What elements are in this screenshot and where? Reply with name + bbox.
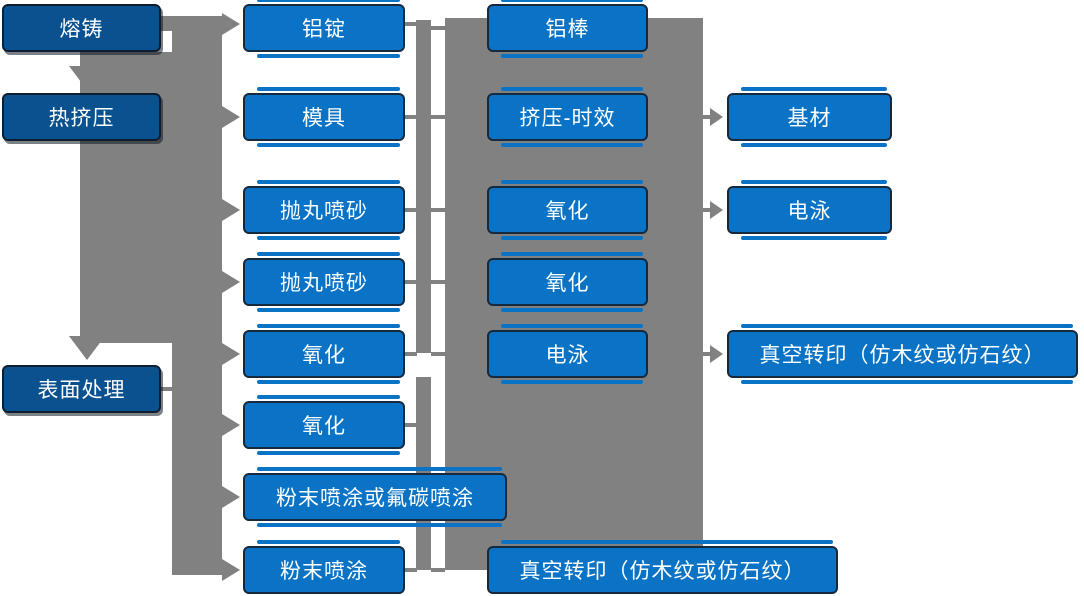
connector-stub bbox=[431, 568, 445, 572]
node-shot-blasting-1: 抛丸喷砂 bbox=[243, 180, 405, 240]
node-oxidation-4: 氧化 bbox=[487, 252, 648, 312]
node-hot-extrusion: 热挤压 bbox=[2, 93, 161, 141]
connector-stub bbox=[431, 208, 445, 212]
connector-stub bbox=[431, 280, 445, 284]
node-extrusion-aging: 挤压-时效 bbox=[487, 87, 648, 147]
node-oxidation-3: 氧化 bbox=[487, 180, 648, 240]
connector-stem bbox=[703, 115, 712, 119]
connector-stub bbox=[405, 423, 417, 427]
arrow-right-icon bbox=[222, 559, 240, 581]
node-mold: 模具 bbox=[243, 87, 405, 147]
node-aluminum-ingot: 铝锭 bbox=[243, 0, 405, 58]
node-oxidation-2: 氧化 bbox=[243, 395, 405, 455]
connector-stub bbox=[405, 568, 417, 572]
arrow-right-icon bbox=[222, 199, 240, 221]
arrow-right-icon bbox=[222, 106, 240, 128]
node-base-material: 基材 bbox=[727, 87, 892, 147]
connector-top-arm bbox=[160, 16, 222, 31]
arrow-down-icon bbox=[69, 66, 105, 90]
arrow-down-icon bbox=[69, 336, 105, 360]
connector-stub bbox=[431, 115, 445, 119]
node-electrophoresis-mid: 电泳 bbox=[487, 324, 648, 384]
arrow-right-icon bbox=[710, 345, 723, 363]
node-electrophoresis-out: 电泳 bbox=[727, 180, 892, 240]
arrow-right-icon bbox=[222, 486, 240, 508]
connector-stub bbox=[405, 22, 417, 26]
arrow-right-icon bbox=[222, 414, 240, 436]
node-surface-treatment: 表面处理 bbox=[2, 365, 161, 413]
connector-stub bbox=[405, 352, 417, 356]
connector-stub bbox=[405, 115, 417, 119]
connector-stub bbox=[405, 208, 417, 212]
arrow-right-icon bbox=[710, 108, 723, 126]
node-powder-coating: 粉末喷涂 bbox=[243, 540, 405, 594]
node-oxidation-1: 氧化 bbox=[243, 324, 405, 384]
node-shot-blasting-2: 抛丸喷砂 bbox=[243, 252, 405, 312]
node-powder-or-fluorocarbon-coating: 粉末喷涂或氟碳喷涂 bbox=[243, 467, 507, 527]
arrow-right-icon bbox=[222, 13, 240, 35]
node-vacuum-transfer-bottom: 真空转印（仿木纹或仿石纹） bbox=[487, 540, 838, 594]
connector-middle-bar-upper bbox=[416, 20, 431, 353]
connector-stub bbox=[431, 352, 445, 356]
connector-stem bbox=[703, 208, 712, 212]
node-aluminum-rod: 铝棒 bbox=[487, 0, 648, 58]
arrow-right-icon bbox=[222, 343, 240, 365]
connector-left-vertical-bar bbox=[172, 16, 222, 575]
node-melt-casting: 熔铸 bbox=[2, 4, 161, 52]
arrow-right-icon bbox=[222, 271, 240, 293]
connector-stub-surface-treatment bbox=[161, 387, 173, 391]
arrow-right-icon bbox=[710, 201, 723, 219]
connector-stem bbox=[703, 352, 712, 356]
connector-stub bbox=[405, 280, 417, 284]
connector-stub bbox=[431, 26, 445, 30]
node-vacuum-transfer-right: 真空转印（仿木纹或仿石纹） bbox=[727, 324, 1078, 384]
